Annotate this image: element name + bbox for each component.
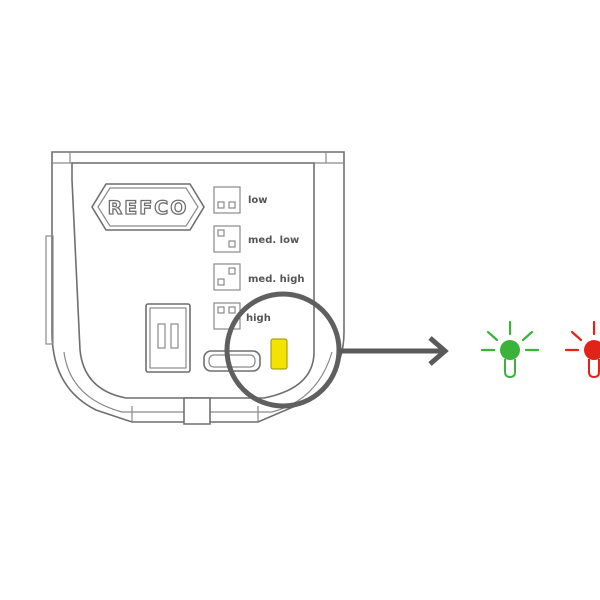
dip-switch-med-low-label: med. low	[248, 235, 299, 246]
fault-lamp-icon	[564, 320, 600, 379]
device-foot	[183, 397, 211, 425]
dip-switch-med-high[interactable]: med. high	[213, 263, 304, 291]
socket-pin-left	[157, 323, 166, 349]
dip-switch-med-low[interactable]: med. low	[213, 225, 299, 253]
arrow	[339, 336, 449, 366]
dip-switch-med-high-label: med. high	[248, 274, 304, 285]
dip-switch-low[interactable]: low	[213, 186, 268, 214]
status-led	[270, 338, 288, 370]
device-side-grip	[45, 235, 54, 345]
dip-switch-high-label: high	[246, 313, 271, 324]
socket-pin-right	[170, 323, 179, 349]
dip-switch-low-label: low	[248, 195, 268, 206]
ok-lamp-icon	[480, 320, 540, 379]
brand-logo: REFCO	[91, 183, 205, 231]
brand-logo-text: REFCO	[108, 197, 189, 219]
power-socket[interactable]	[145, 303, 191, 373]
